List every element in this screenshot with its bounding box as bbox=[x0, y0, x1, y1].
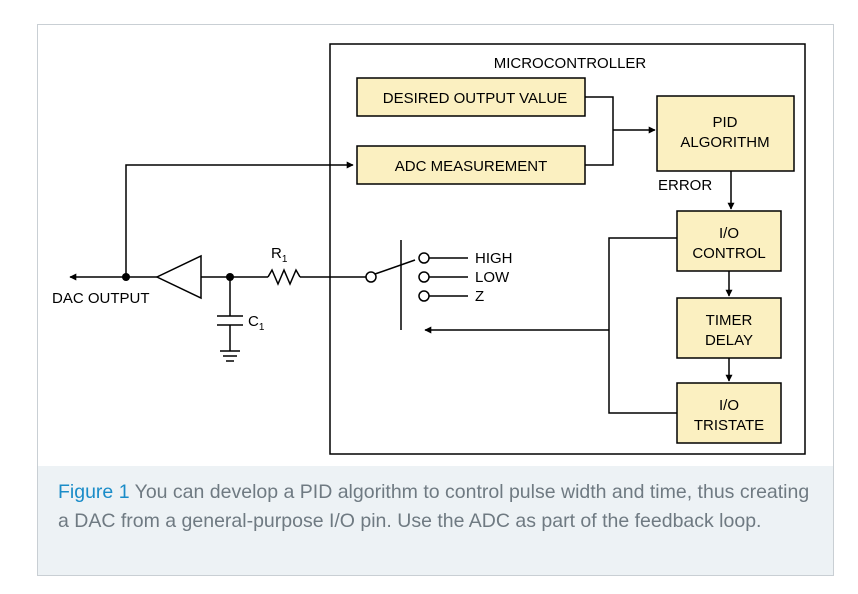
caption-band bbox=[38, 466, 833, 575]
svg-text:I/O: I/O bbox=[719, 225, 739, 242]
svg-text:I/O: I/O bbox=[719, 397, 739, 414]
microcontroller-label: MICROCONTROLLER bbox=[494, 55, 647, 72]
microcontroller-box bbox=[329, 43, 806, 455]
cap-node bbox=[226, 273, 234, 281]
svg-text:DELAY: DELAY bbox=[705, 332, 753, 349]
output-node bbox=[122, 273, 130, 281]
adc-measurement-block: ADC MEASUREMENT bbox=[356, 145, 586, 185]
error-label: ERROR bbox=[658, 177, 712, 194]
io-tristate-block: I/O TRISTATE bbox=[676, 382, 782, 444]
svg-text:ALGORITHM: ALGORITHM bbox=[680, 134, 769, 151]
pid-algorithm-block: PID ALGORITHM bbox=[656, 95, 795, 172]
io-control-block: I/O CONTROL bbox=[676, 210, 782, 272]
switch-low-label: LOW bbox=[475, 269, 510, 286]
timer-delay-block: TIMER DELAY bbox=[676, 297, 782, 359]
capacitor-label: C1 bbox=[248, 313, 265, 333]
dac-output-label: DAC OUTPUT bbox=[52, 290, 150, 307]
caption-text: You can develop a PID algorithm to contr… bbox=[58, 481, 810, 532]
resistor-label: R1 bbox=[271, 245, 288, 265]
desired-output-block: DESIRED OUTPUT VALUE bbox=[356, 77, 586, 117]
svg-text:TIMER: TIMER bbox=[706, 312, 753, 329]
svg-text:DESIRED OUTPUT VALUE: DESIRED OUTPUT VALUE bbox=[383, 90, 567, 107]
svg-text:TRISTATE: TRISTATE bbox=[694, 417, 764, 434]
switch-high-label: HIGH bbox=[475, 250, 513, 267]
svg-text:CONTROL: CONTROL bbox=[692, 245, 765, 262]
figure-caption: Figure 1 You can develop a PID algorithm… bbox=[58, 478, 823, 536]
svg-text:ADC MEASUREMENT: ADC MEASUREMENT bbox=[395, 158, 548, 175]
external-circuit bbox=[69, 161, 366, 362]
switch-z-label: Z bbox=[475, 288, 484, 305]
figure-label: Figure 1 bbox=[58, 481, 130, 503]
svg-text:PID: PID bbox=[712, 114, 737, 131]
io-switch bbox=[365, 252, 468, 302]
internal-wires bbox=[400, 96, 735, 414]
